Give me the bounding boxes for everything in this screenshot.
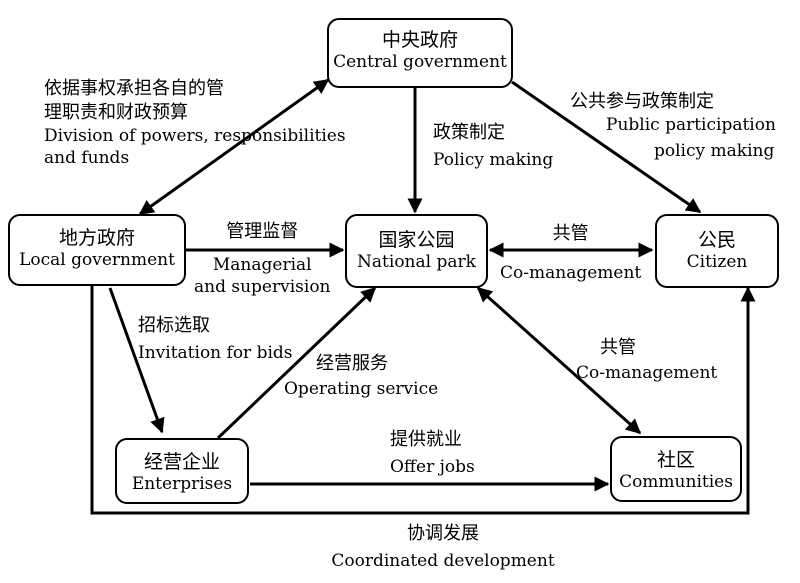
enterprises-park-arrow [216,286,377,440]
policy-making-zh: 政策制定 [433,122,505,143]
enterprises-en: Enterprises [131,474,233,494]
local-government-zh: 地方政府 [58,227,135,249]
offer-jobs-zh: 提供就业 [390,429,462,450]
local-government-en: Local government [19,250,175,270]
enterprises-node: 经营企业 Enterprises [115,438,249,504]
managerial-en-line1: Managerial [212,255,312,275]
managerial-label: 管理监督 Managerial and supervision [194,220,331,298]
public-participation-label: 公共参与政策制定 Public participation policy mak… [570,90,776,162]
coordinated-development-zh: 协调发展 [407,523,479,544]
national-park-en: National park [357,252,476,272]
enterprises-zh: 经营企业 [143,451,220,473]
citizen-zh: 公民 [697,229,736,251]
operating-service-en: Operating service [284,379,439,399]
central-local-arrow [138,78,330,216]
managerial-zh: 管理监督 [226,221,299,242]
coordinated-development-label: 协调发展 Coordinated development [318,522,568,572]
citizen-node: 公民 Citizen [655,214,779,288]
co-management-communities-label: 共管 Co-management [576,336,717,384]
division-label: 依据事权承担各自的管 理职责和财政预算 Division of powers, … [44,77,346,169]
national-park-node: 国家公园 National park [345,214,488,288]
invitation-for-bids-en: Invitation for bids [138,343,293,363]
national-park-zh: 国家公园 [378,229,455,251]
division-zh-line2: 理职责和财政预算 [44,102,188,123]
central-government-en: Central government [333,52,507,72]
co-management-communities-zh: 共管 [600,337,636,358]
central-citizen-arrow [511,80,702,214]
policy-making-label: 政策制定 Policy making [433,121,553,171]
co-management-citizen-en: Co-management [500,263,642,283]
local-government-node: 地方政府 Local government [8,214,186,286]
public-participation-zh: 公共参与政策制定 [570,91,714,112]
citizen-en: Citizen [686,252,748,272]
central-government-node: 中央政府 Central government [327,18,513,88]
offer-jobs-en: Offer jobs [390,457,475,477]
operating-service-label: 经营服务 Operating service [284,352,438,400]
park-communities-arrow [476,286,642,435]
offer-jobs-label: 提供就业 Offer jobs [390,428,475,478]
communities-zh: 社区 [656,449,695,471]
division-zh-line1: 依据事权承担各自的管 [44,78,224,99]
co-management-communities-en: Co-management [576,363,718,383]
co-management-citizen-label: 共管 Co-management [500,222,641,284]
communities-node: 社区 Communities [610,436,742,502]
invitation-for-bids-zh: 招标选取 [138,315,210,336]
public-participation-en-line2: policy making [654,141,775,161]
invitation-for-bids-label: 招标选取 Invitation for bids [138,314,293,364]
division-en-line2: and funds [44,148,130,168]
coordinated-development-connector [90,286,756,515]
managerial-en-line2: and supervision [194,277,331,297]
local-enterprises-arrow [108,287,165,434]
coordinated-development-en: Coordinated development [331,551,555,571]
operating-service-zh: 经营服务 [316,353,388,374]
division-en-line1: Division of powers, responsibilities [44,126,346,146]
communities-en: Communities [619,472,733,492]
central-government-zh: 中央政府 [381,29,458,51]
co-management-citizen-zh: 共管 [552,223,589,244]
policy-making-en: Policy making [433,150,554,170]
public-participation-en-line1: Public participation [606,115,776,135]
